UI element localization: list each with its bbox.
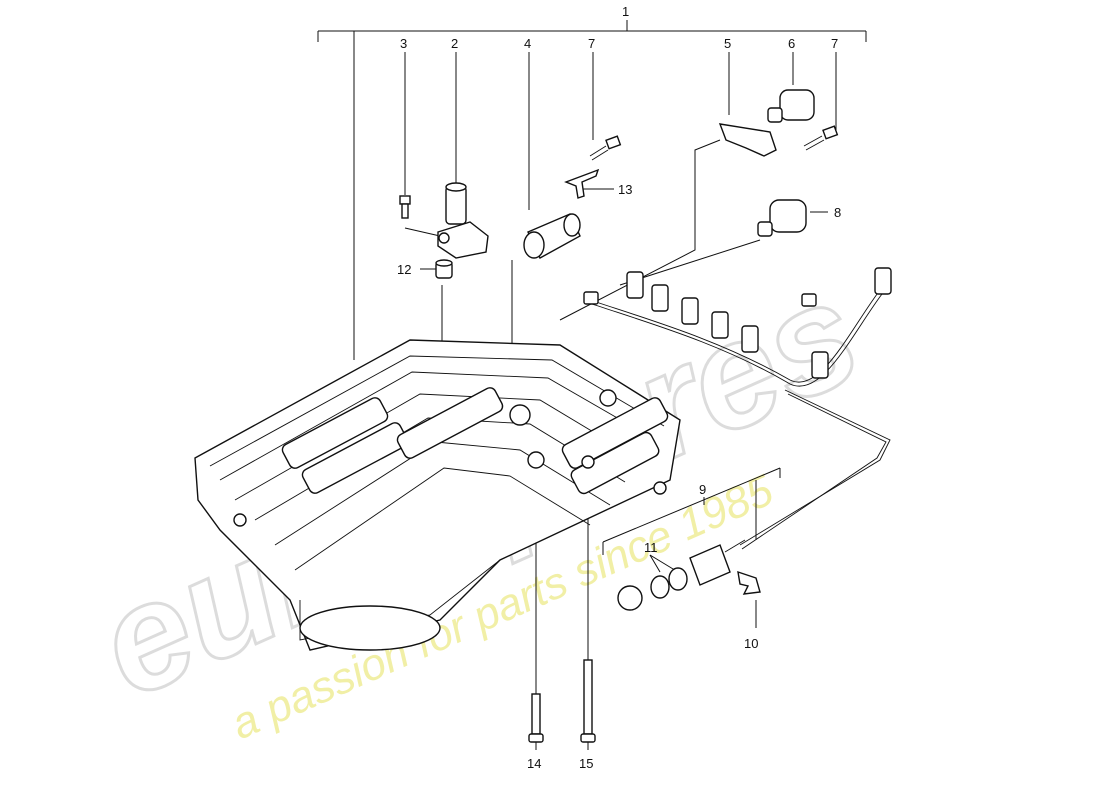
callout-5: 5 xyxy=(724,36,731,51)
part-7a-bolt xyxy=(589,135,622,161)
part-11-o-rings xyxy=(650,567,688,599)
part-valve-body xyxy=(194,339,681,651)
callout-labels: 1 2 3 4 5 6 7 7 8 9 10 11 12 13 14 15 xyxy=(397,4,841,771)
part-7b-bolt xyxy=(803,125,839,151)
callout-7b: 7 xyxy=(831,36,838,51)
callout-12: 12 xyxy=(397,262,411,277)
callout-13: 13 xyxy=(618,182,632,197)
callout-9: 9 xyxy=(699,482,706,497)
callout-6: 6 xyxy=(788,36,795,51)
part-wiring-harness xyxy=(583,267,892,550)
callout-14: 14 xyxy=(527,756,541,771)
part-9-sensor xyxy=(617,539,746,611)
callout-10: 10 xyxy=(744,636,758,651)
callout-11: 11 xyxy=(644,540,658,555)
part-3-bolt xyxy=(399,195,411,219)
part-14-bolt xyxy=(528,693,544,743)
callout-2: 2 xyxy=(451,36,458,51)
part-2-solenoid xyxy=(437,182,489,259)
part-5-bracket xyxy=(718,123,777,157)
part-6-pressure-regulator xyxy=(767,89,815,123)
callout-1: 1 xyxy=(622,4,629,19)
callout-7a: 7 xyxy=(588,36,595,51)
callout-15: 15 xyxy=(579,756,593,771)
part-12-bushing xyxy=(435,259,453,279)
part-10-clip xyxy=(737,570,761,595)
callout-4: 4 xyxy=(524,36,531,51)
bracket-1 xyxy=(317,20,867,42)
part-8-pressure-regulator xyxy=(757,199,807,237)
callout-3: 3 xyxy=(400,36,407,51)
callout-8: 8 xyxy=(834,205,841,220)
part-15-bolt xyxy=(580,659,596,743)
part-4-solenoid xyxy=(523,213,581,259)
part-13-clip xyxy=(564,168,600,199)
